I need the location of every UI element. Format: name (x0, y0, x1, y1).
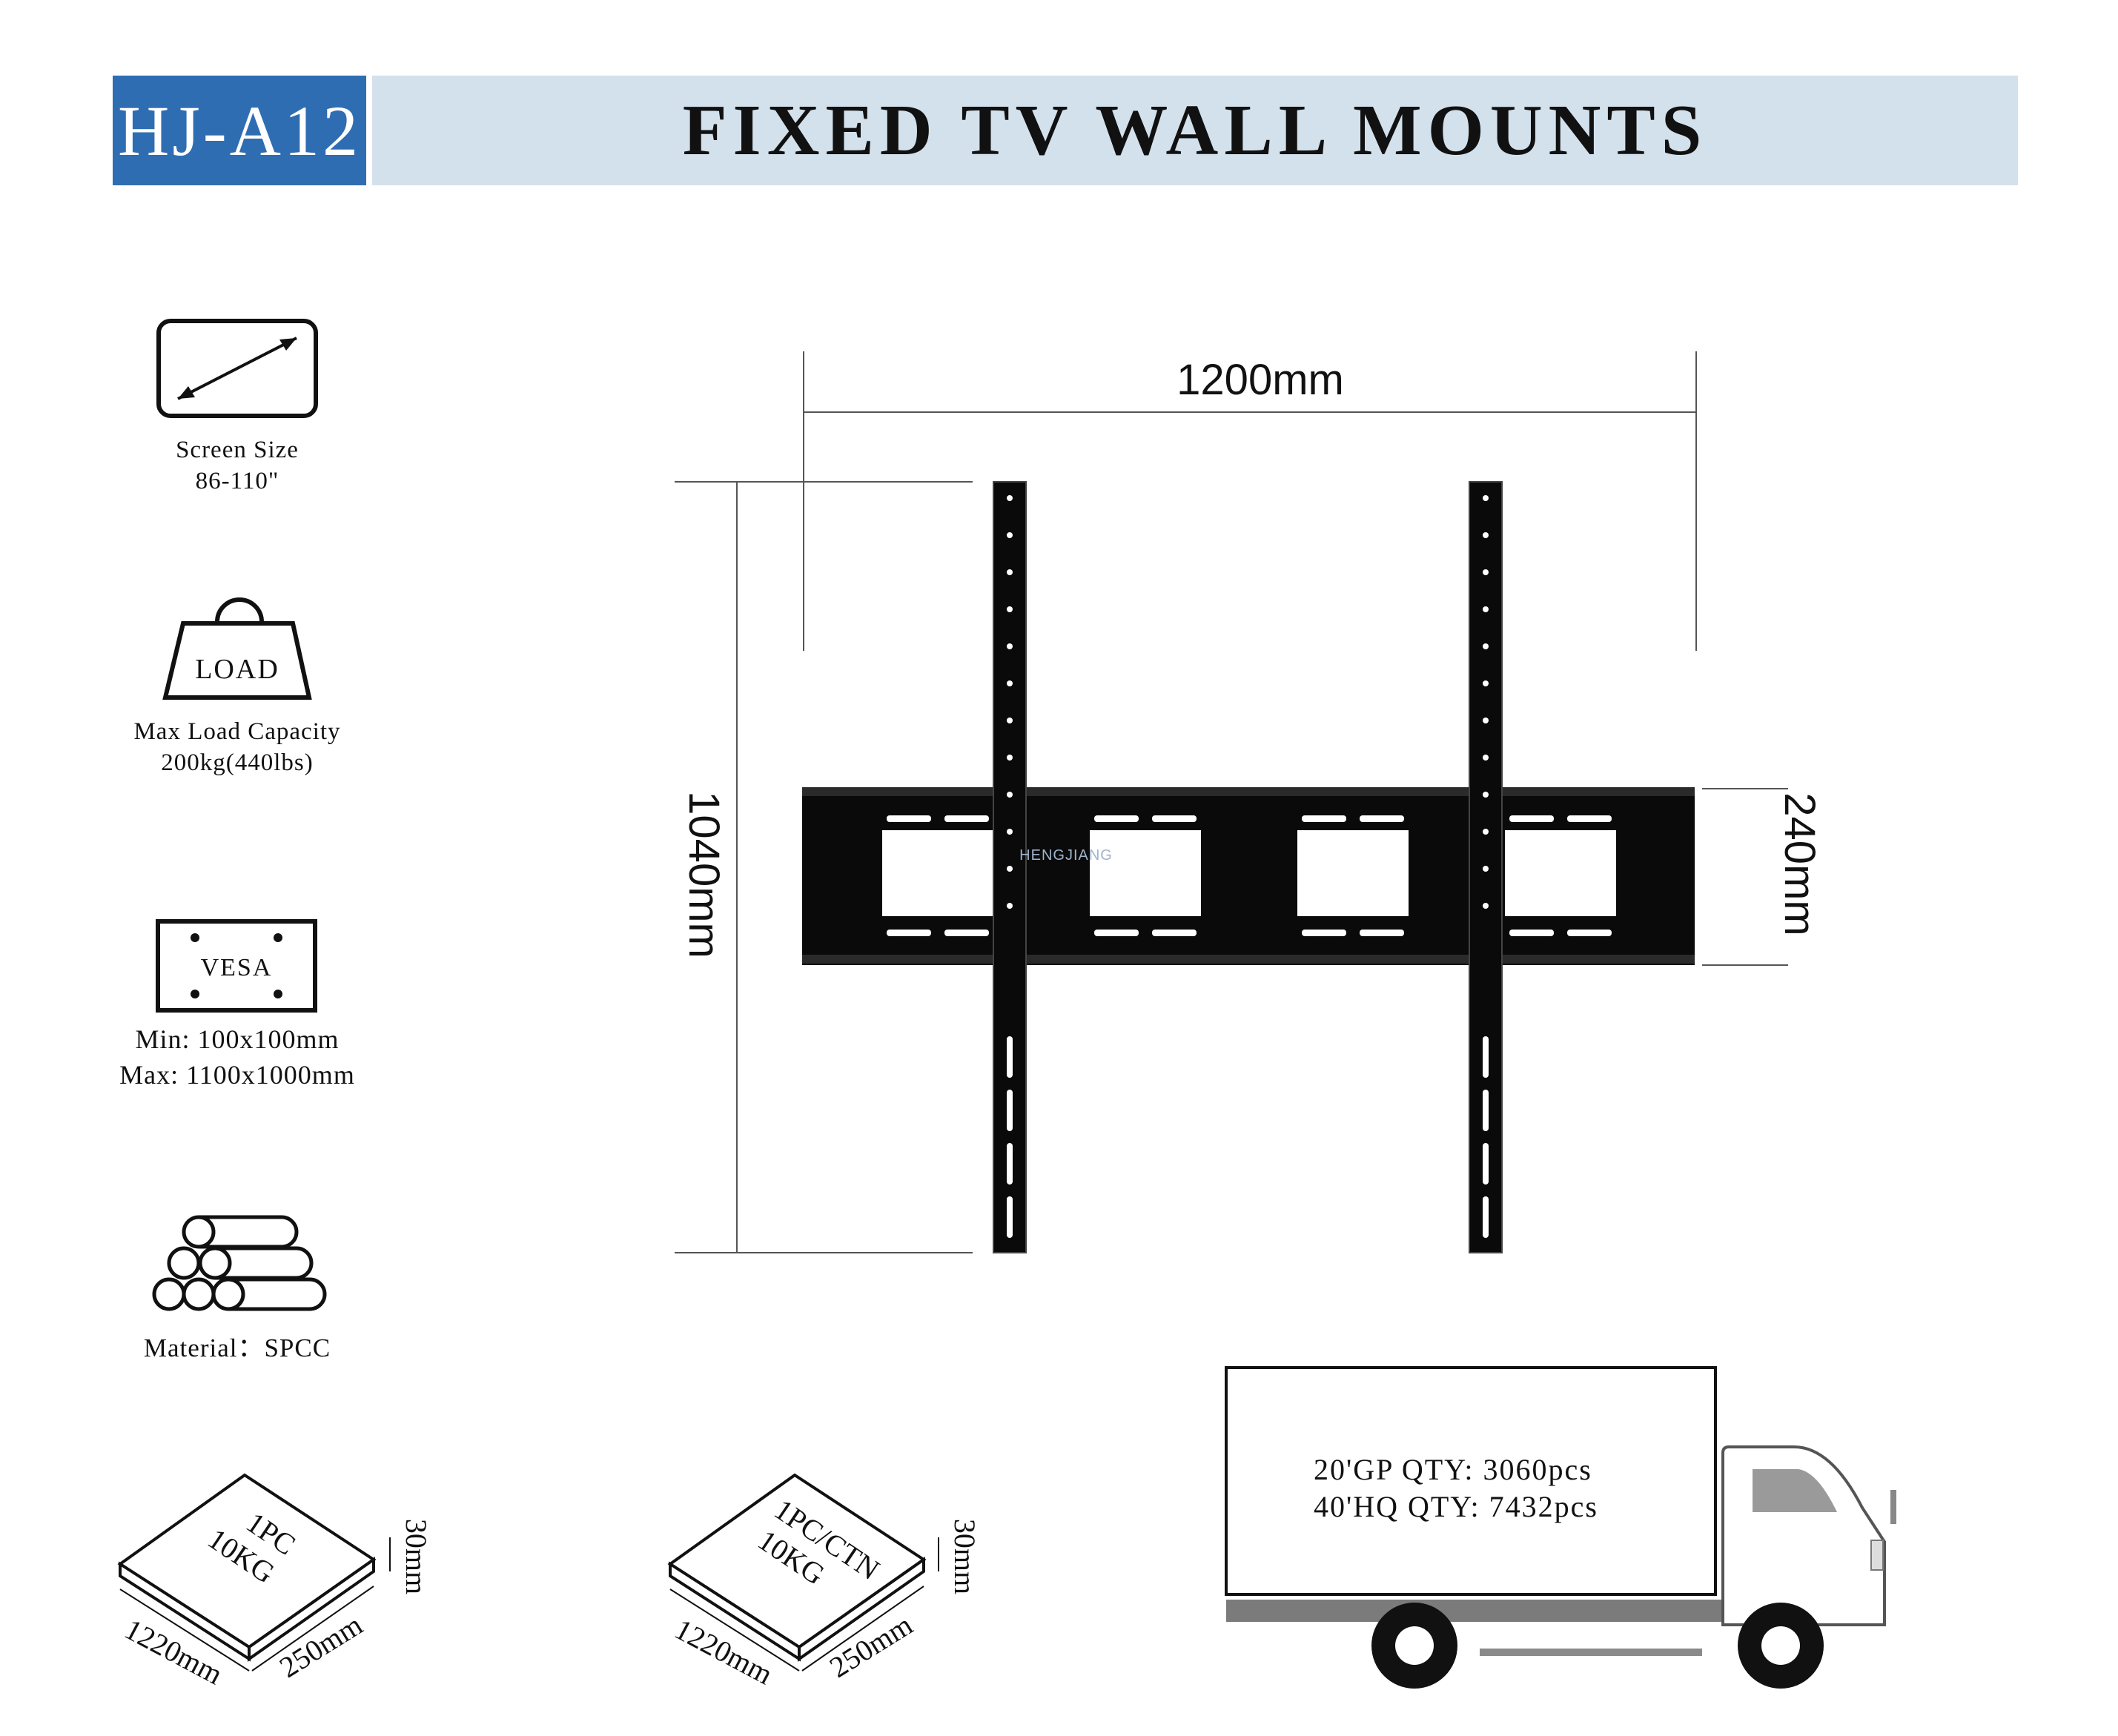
qty-40hq: 40'HQ QTY: 7432pcs (1314, 1490, 1598, 1523)
feature-material: Material：SPCC (89, 1213, 385, 1364)
feature-screen-size: Screen Size 86-110" (89, 317, 385, 497)
watermark-logo-text: HENGJIANG (1019, 847, 1113, 864)
vesa-pattern-icon: VESA (156, 919, 317, 1013)
package-box-single: 1PC 10KG 1220mm 250mm 30mm (117, 1473, 433, 1691)
shipping-quantity-box: 20'GP QTY: 3060pcs 40'HQ QTY: 7432pcs (1223, 1368, 1712, 1594)
screen-size-value: 86-110" (195, 468, 279, 494)
truck-illustration (1225, 1366, 1896, 1689)
weight-load-icon: LOAD (162, 597, 312, 700)
feature-vesa: VESA Min: 100x100mm Max: 1100x1000mm (89, 918, 385, 1093)
vesa-max: Max: 1100x1000mm (119, 1060, 355, 1090)
horizontal-rail (802, 787, 1695, 965)
rail-windows (882, 830, 1616, 916)
width-dimension-lines (803, 351, 1697, 651)
box2-height: 30mm (948, 1519, 982, 1594)
material-label: Material：SPCC (143, 1334, 331, 1362)
model-code-badge: HJ-A12 (113, 76, 366, 185)
page-title: FIXED TV WALL MOUNTS (372, 76, 2018, 185)
width-dimension-label: 1200mm (1177, 356, 1344, 404)
steel-pipes-icon (152, 1215, 327, 1311)
rail-dimension-lines (1702, 788, 1788, 966)
load-icon-text: LOAD (195, 654, 279, 685)
height-dimension-label: 1040mm (680, 791, 728, 958)
left-vertical-arm (993, 481, 1027, 1253)
right-vertical-arm (1469, 481, 1503, 1253)
load-value: 200kg(440lbs) (161, 749, 314, 776)
screen-diagonal-icon (156, 319, 318, 418)
load-label: Max Load Capacity (133, 718, 341, 745)
vesa-min: Min: 100x100mm (135, 1024, 340, 1054)
qty-20gp: 20'GP QTY: 3060pcs (1314, 1453, 1592, 1486)
screen-size-label: Screen Size (176, 437, 299, 463)
rail-slots (887, 815, 1612, 936)
rail-dimension-label: 240mm (1776, 792, 1824, 935)
feature-load: LOAD Max Load Capacity 200kg(440lbs) (89, 592, 385, 778)
vesa-icon-text: VESA (201, 954, 273, 981)
box1-height: 30mm (400, 1519, 433, 1594)
package-box-carton: 1PC/CTN 10KG 1220mm 250mm 30mm (667, 1473, 982, 1691)
height-dimension-lines (675, 481, 973, 1253)
